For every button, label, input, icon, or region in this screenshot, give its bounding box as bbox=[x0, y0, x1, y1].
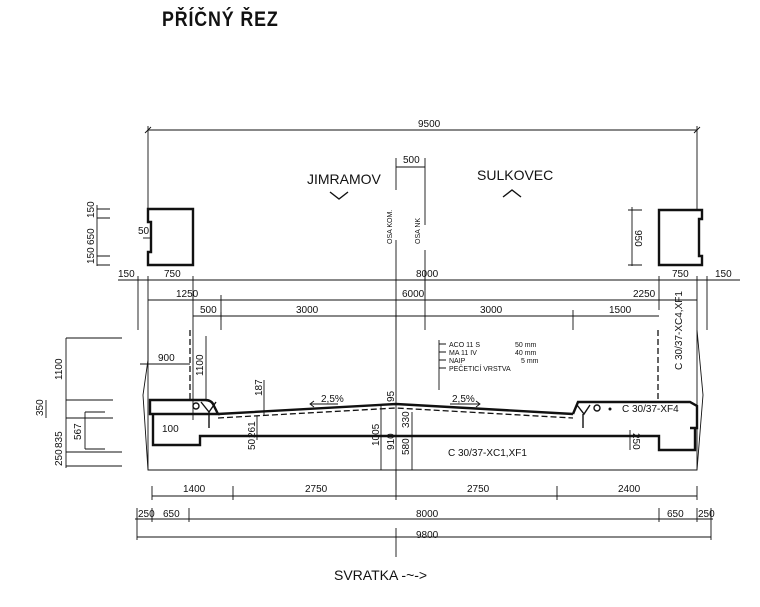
svg-text:NAIP: NAIP bbox=[449, 358, 466, 365]
svg-text:8000: 8000 bbox=[416, 269, 439, 280]
bottom-dimension-row-1: 1400 2750 2750 2400 bbox=[151, 470, 698, 500]
svg-text:1400: 1400 bbox=[183, 484, 206, 495]
svg-text:250: 250 bbox=[630, 433, 641, 450]
svg-text:580: 580 bbox=[401, 438, 412, 455]
svg-text:50: 50 bbox=[138, 226, 150, 237]
svg-text:900: 900 bbox=[158, 353, 175, 364]
svg-text:ACO 11 S: ACO 11 S bbox=[449, 342, 480, 349]
svg-text:250: 250 bbox=[138, 509, 155, 520]
road-surface bbox=[217, 402, 574, 416]
road-layer bbox=[217, 407, 574, 419]
svg-text:650: 650 bbox=[667, 509, 684, 520]
axis-com-label: OSA KOM. bbox=[387, 210, 394, 244]
svg-text:1005: 1005 bbox=[371, 423, 382, 446]
svg-text:950: 950 bbox=[632, 230, 643, 247]
svg-text:1100: 1100 bbox=[195, 354, 206, 376]
direction-jimramov: JIMRAMOV bbox=[307, 171, 382, 187]
svg-text:40 mm: 40 mm bbox=[515, 350, 537, 357]
top-dimension-row-1: 150 750 8000 750 150 bbox=[118, 269, 740, 470]
svg-text:2250: 2250 bbox=[633, 289, 656, 300]
down-chevron-icon bbox=[329, 191, 349, 200]
svg-text:910: 910 bbox=[386, 433, 397, 450]
svg-text:750: 750 bbox=[164, 269, 181, 280]
svg-text:8000: 8000 bbox=[416, 509, 439, 520]
top-dimension-row-3: 500 3000 3000 1500 bbox=[193, 305, 659, 330]
pavement-layers-legend: ACO 11 S 50 mm MA 11 IV 40 mm NAIP 5 mm … bbox=[438, 340, 539, 390]
svg-text:PEČETICÍ VRSTVA: PEČETICÍ VRSTVA bbox=[449, 364, 511, 373]
svg-text:2400: 2400 bbox=[618, 484, 641, 495]
svg-text:650: 650 bbox=[86, 228, 97, 245]
svg-text:261: 261 bbox=[247, 421, 258, 438]
left-parapet-dims: 150 650 150 50 bbox=[86, 201, 152, 266]
left-vertical-dimensions: 1100 350 835 567 250 bbox=[35, 337, 122, 468]
deck-slab-right bbox=[396, 428, 697, 452]
slope-right: 2,5% bbox=[452, 394, 475, 405]
left-abutment-parapet bbox=[146, 207, 195, 267]
axis-offset-dimension: 500 bbox=[395, 155, 426, 490]
svg-text:1250: 1250 bbox=[176, 289, 199, 300]
svg-text:2750: 2750 bbox=[305, 484, 328, 495]
gutter-icon-right bbox=[576, 404, 591, 416]
slope-left: 2,5% bbox=[321, 394, 344, 405]
svg-text:3000: 3000 bbox=[480, 305, 503, 316]
bottom-dimension-row-2: 250 650 8000 650 250 bbox=[135, 508, 715, 540]
deck-vertical-dimensions: 187 261 50 1005 95 910 330 580 250 bbox=[247, 379, 641, 470]
svg-text:250: 250 bbox=[698, 509, 715, 520]
deck-concrete-label: C 30/37-XC1,XF1 bbox=[448, 448, 527, 459]
bottom-dimension-overall: 9800 bbox=[137, 528, 711, 557]
deck-slab-left bbox=[151, 415, 396, 447]
svg-text:750: 750 bbox=[672, 269, 689, 280]
drawing-title: PŘÍČNÝ ŘEZ bbox=[162, 8, 279, 31]
right-wall-concrete-label: C 30/37-XC4,XF1 bbox=[674, 291, 685, 370]
axis-nk-label: OSA NK bbox=[415, 218, 422, 244]
svg-text:150: 150 bbox=[86, 247, 97, 264]
drain-icon-right bbox=[593, 404, 601, 412]
svg-text:3000: 3000 bbox=[296, 305, 319, 316]
direction-sulkovec: SULKOVEC bbox=[477, 167, 553, 183]
svg-text:330: 330 bbox=[401, 411, 412, 428]
svg-text:150: 150 bbox=[86, 201, 97, 218]
svg-text:150: 150 bbox=[118, 269, 135, 280]
drain-icon-left bbox=[192, 402, 200, 410]
abutment-outline bbox=[142, 329, 704, 471]
svg-text:6000: 6000 bbox=[402, 289, 425, 300]
left-cornice bbox=[148, 398, 220, 416]
svg-text:835: 835 bbox=[54, 431, 65, 448]
svg-text:1500: 1500 bbox=[609, 305, 632, 316]
svg-text:350: 350 bbox=[35, 399, 46, 416]
right-abutment-parapet bbox=[657, 208, 704, 267]
svg-text:187: 187 bbox=[254, 379, 265, 396]
river-label-svratka: SVRATKA -~-> bbox=[334, 567, 427, 583]
svg-text:95: 95 bbox=[386, 390, 397, 402]
svg-text:567: 567 bbox=[73, 423, 84, 440]
svg-text:1100: 1100 bbox=[54, 358, 65, 380]
svg-text:50: 50 bbox=[247, 438, 258, 450]
svg-text:250: 250 bbox=[54, 449, 65, 466]
dim-overall-top: 9500 bbox=[418, 119, 441, 130]
svg-text:MA 11 IV: MA 11 IV bbox=[449, 350, 477, 357]
dimension-9500: 9500 bbox=[144, 119, 701, 210]
svg-text:650: 650 bbox=[163, 509, 180, 520]
svg-text:100: 100 bbox=[162, 424, 179, 435]
svg-text:150: 150 bbox=[715, 269, 732, 280]
svg-text:500: 500 bbox=[403, 155, 420, 166]
right-parapet-dims: 950 bbox=[628, 207, 643, 266]
svg-text:50 mm: 50 mm bbox=[515, 342, 537, 349]
cornice-concrete-label: C 30/37-XF4 bbox=[622, 404, 679, 415]
svg-text:5 mm: 5 mm bbox=[521, 358, 539, 365]
up-chevron-icon bbox=[502, 189, 522, 198]
railing-dims: 900 1100 bbox=[140, 336, 207, 400]
svg-text:2750: 2750 bbox=[467, 484, 490, 495]
svg-text:9800: 9800 bbox=[416, 530, 439, 541]
svg-text:500: 500 bbox=[200, 305, 217, 316]
